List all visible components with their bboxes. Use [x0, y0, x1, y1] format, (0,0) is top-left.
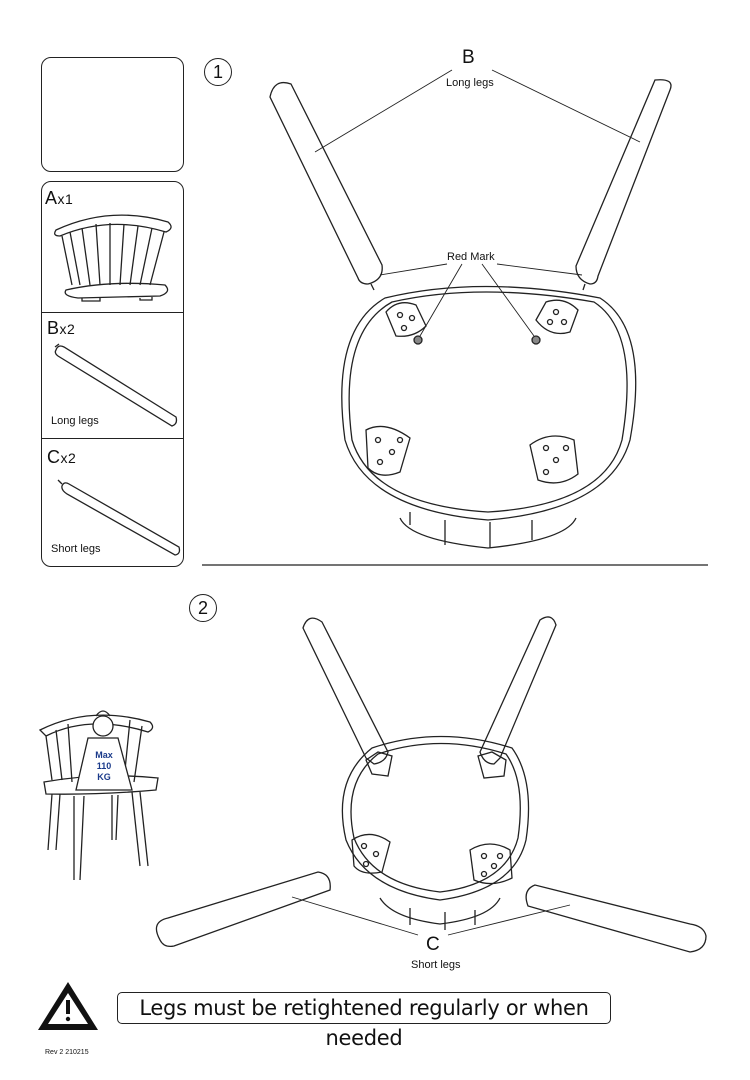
step-1-callout-label: Long legs	[446, 77, 494, 89]
red-mark-label: Red Mark	[447, 251, 495, 263]
revision-label: Rev 2 210215	[45, 1049, 89, 1056]
max-load-badge: Max 110 KG	[88, 750, 120, 783]
part-qty: x2	[59, 321, 76, 337]
leg-plate-left	[351, 833, 391, 874]
max-load-line: 110	[96, 761, 112, 771]
step-2-drawing	[155, 616, 707, 953]
leg-plate-top-left	[385, 302, 427, 337]
seat-underside	[341, 735, 530, 901]
step-1-drawing	[269, 69, 672, 549]
leg-plate-top-right	[535, 299, 579, 335]
part-letter: A	[45, 188, 58, 208]
step-2-callout-label: Short legs	[411, 959, 461, 971]
warning-message: Legs must be retightened regularly or wh…	[117, 992, 611, 1050]
red-mark-right	[531, 335, 541, 345]
part-c-label: Cx2	[47, 447, 76, 468]
max-load-line: Max	[95, 750, 113, 760]
parts-list-box	[41, 181, 184, 567]
part-c-short-leg-drawing	[57, 479, 181, 556]
step-2-number: 2	[189, 594, 217, 622]
part-letter: C	[47, 447, 61, 467]
max-load-line: KG	[97, 772, 111, 782]
part-c-name: Short legs	[51, 543, 101, 555]
step-2-callout-letter: C	[426, 934, 440, 955]
short-leg-right	[525, 884, 707, 953]
seat-underside	[341, 285, 637, 521]
parts-divider	[42, 438, 183, 439]
part-a-label: Ax1	[45, 188, 73, 209]
warning-icon	[38, 982, 98, 1030]
long-leg-right	[575, 79, 672, 285]
weight-icon	[75, 737, 133, 791]
part-letter: B	[47, 318, 60, 338]
step-1-callout-letter: B	[462, 47, 475, 68]
long-leg-right	[479, 616, 557, 765]
leg-plate-right	[469, 843, 513, 885]
part-qty: x2	[60, 450, 77, 466]
leg-plate-bottom-left	[365, 425, 411, 476]
short-leg-left	[155, 871, 331, 948]
leg-plate-bottom-right	[529, 435, 579, 484]
part-b-name: Long legs	[51, 415, 99, 427]
person-count-box	[41, 57, 184, 172]
part-qty: x1	[57, 191, 74, 207]
red-mark-left	[413, 335, 423, 345]
part-a-chair-seat-drawing	[54, 214, 172, 302]
part-b-label: Bx2	[47, 318, 75, 339]
long-leg-left	[302, 617, 389, 765]
max-load-chair-drawing	[38, 710, 159, 881]
step-1-number: 1	[204, 58, 232, 86]
part-b-long-leg-drawing	[54, 343, 178, 427]
parts-divider	[42, 312, 183, 313]
long-leg-left	[269, 81, 383, 285]
